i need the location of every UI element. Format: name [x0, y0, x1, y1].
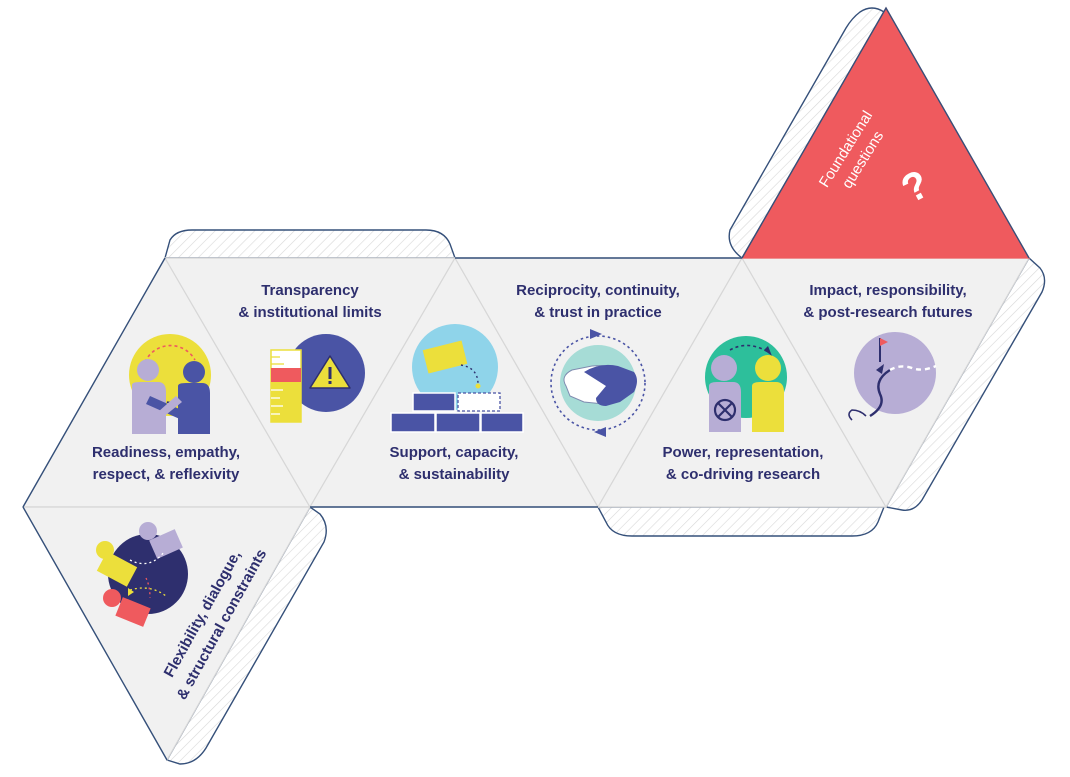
glue-tab-top-right: [728, 7, 885, 260]
dialogue-figures-icon: [96, 522, 188, 627]
embracing-figures-icon: [129, 334, 211, 434]
power-label-line-1: Power, representation,: [662, 444, 824, 461]
support-label-line-2: & sustainability: [398, 466, 510, 483]
transparency-label: Transparency & institutional limits: [238, 280, 381, 324]
glue-tab-top-left: [164, 229, 456, 259]
readiness-label: Readiness, empathy, respect, & reflexivi…: [92, 442, 240, 486]
glue-tab-bottom-middle: [596, 506, 886, 537]
readiness-label-line-2: respect, & reflexivity: [92, 466, 240, 483]
glue-tab-right: [884, 256, 1046, 511]
impact-label-line-2: & post-research futures: [803, 304, 973, 321]
reciprocity-label: Reciprocity, continuity, & trust in prac…: [516, 280, 680, 324]
support-label: Support, capacity, & sustainability: [390, 442, 519, 486]
net-outline: [22, 6, 1030, 761]
two-figures-icon: [705, 336, 787, 432]
brick-wall-icon: [390, 324, 524, 433]
reciprocity-label-line-2: & trust in practice: [534, 304, 662, 321]
glue-tab-bottom-left: [165, 505, 327, 765]
power-label-line-2: & co-driving research: [665, 466, 821, 483]
warning-gauge-icon: [270, 334, 365, 423]
impact-label-line-1: Impact, responsibility,: [809, 282, 967, 299]
reciprocity-label-line-1: Reciprocity, continuity,: [516, 282, 680, 299]
transparency-label-line-2: & institutional limits: [238, 304, 382, 321]
winding-path-icon: [848, 332, 937, 421]
impact-label: Impact, responsibility, & post-research …: [803, 280, 972, 324]
readiness-label-line-1: Readiness, empathy,: [91, 444, 241, 461]
handshake-icon: [550, 329, 646, 437]
support-label-line-1: Support, capacity,: [389, 444, 519, 461]
power-label: Power, representation, & co-driving rese…: [663, 442, 824, 486]
transparency-label-line-1: Transparency: [261, 282, 359, 299]
glue-tabs: [164, 7, 1046, 765]
